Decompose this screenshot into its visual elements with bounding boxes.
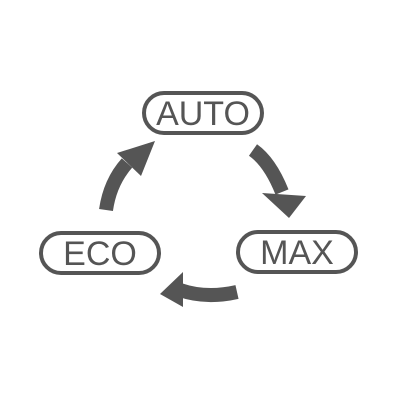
curved-arrow-icon	[248, 144, 306, 218]
mode-max: MAX	[236, 230, 358, 274]
mode-auto-label: AUTO	[156, 95, 250, 133]
mode-eco: ECO	[39, 231, 161, 275]
mode-auto-outline	[142, 91, 264, 135]
mode-eco-label: ECO	[63, 235, 137, 273]
mode-eco-outline	[39, 231, 161, 275]
mode-max-outline	[236, 230, 358, 274]
mode-auto: AUTO	[142, 91, 264, 135]
curved-arrow-icon	[160, 272, 239, 307]
curved-arrow-icon	[99, 141, 155, 212]
mode-max-label: MAX	[260, 234, 334, 272]
